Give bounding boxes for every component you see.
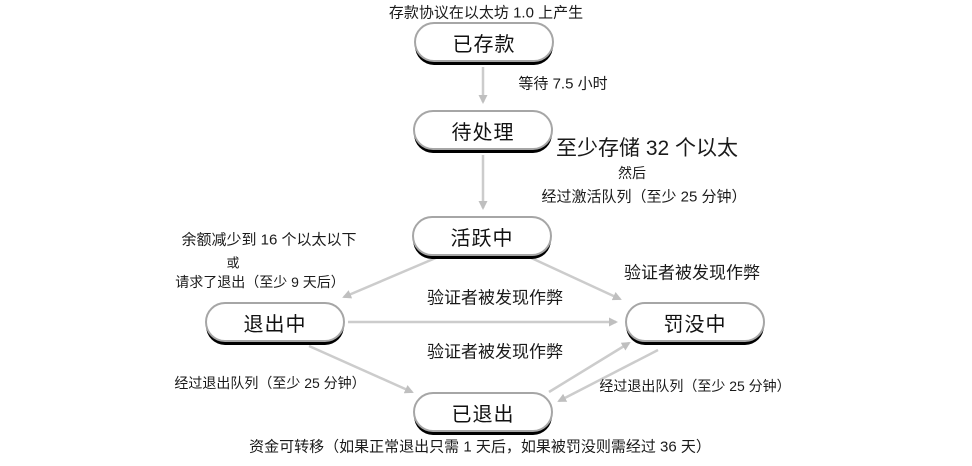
node-slashing: 罚没中 bbox=[625, 302, 765, 342]
label-balance-drop: 余额减少到 16 个以太以下 bbox=[181, 231, 357, 249]
node-exiting: 退出中 bbox=[205, 302, 345, 342]
label-caught-cheating-active: 验证者被发现作弊 bbox=[624, 263, 760, 283]
label-caught-cheating-exiting: 验证者被发现作弊 bbox=[427, 288, 563, 308]
node-deposited: 已存款 bbox=[414, 22, 554, 62]
node-active: 活跃中 bbox=[412, 216, 552, 256]
node-pending: 待处理 bbox=[413, 110, 553, 150]
edge-exiting-to-exited-arrow bbox=[308, 344, 414, 394]
label-stake-min: 至少存储 32 个以太 bbox=[555, 137, 739, 160]
label-caught-cheating-exited: 验证者被发现作弊 bbox=[427, 342, 563, 362]
label-activation-queue: 经过激活队列（至少 25 分钟） bbox=[541, 188, 747, 206]
label-or: 或 bbox=[226, 255, 240, 271]
edge-slashing-to-exited-arrow bbox=[557, 348, 659, 403]
edge-active-to-slashing-arrow bbox=[526, 254, 622, 301]
label-deposit-origin: 存款协议在以太坊 1.0 上产生 bbox=[388, 4, 584, 22]
label-exit-queue-right: 经过退出队列（至少 25 分钟） bbox=[599, 378, 791, 394]
label-then: 然后 bbox=[618, 165, 646, 181]
label-request-exit: 请求了退出（至少 9 天后） bbox=[175, 274, 345, 290]
label-wait-hours: 等待 7.5 小时 bbox=[518, 75, 608, 93]
node-exited: 已退出 bbox=[413, 392, 553, 432]
label-exit-queue-left: 经过退出队列（至少 25 分钟） bbox=[174, 375, 366, 391]
label-funds-transferable: 资金可转移（如果正常退出只需 1 天后，如果被罚没则需经过 36 天） bbox=[249, 438, 711, 456]
edge-exited-to-slashing-arrow bbox=[548, 341, 631, 394]
edge-active-to-exiting-arrow bbox=[342, 255, 439, 299]
